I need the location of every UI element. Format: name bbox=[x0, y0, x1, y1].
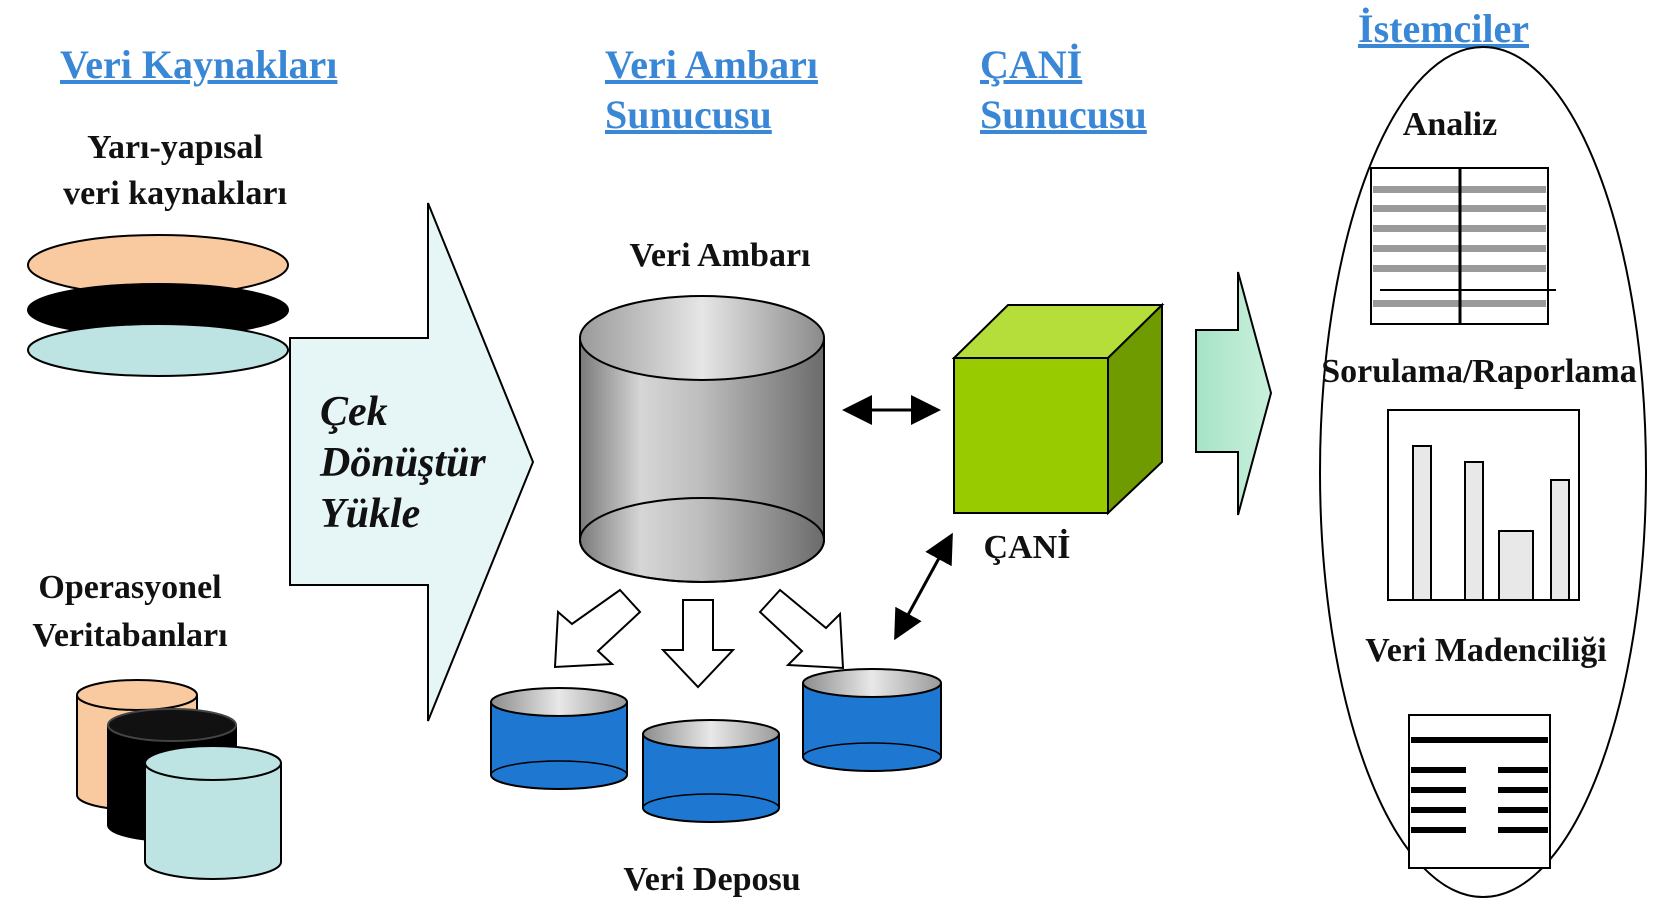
data-mart-right-icon bbox=[802, 668, 942, 772]
bar-chart-icon bbox=[1387, 409, 1580, 601]
etl-extract-label: Çek bbox=[320, 389, 388, 435]
operational-label-line1: Operasyonel bbox=[38, 569, 221, 606]
olap-label: ÇANİ bbox=[984, 528, 1071, 566]
warehouse-label: Veri Ambarı bbox=[629, 237, 810, 274]
data-mart-label: Veri Deposu bbox=[623, 861, 800, 898]
warehouse-to-mart-arrows-icon bbox=[553, 588, 845, 689]
clients-group-ellipse bbox=[1319, 46, 1647, 898]
data-mining-document-icon bbox=[1408, 714, 1551, 869]
semi-structured-label-line1: Yarı-yapısal bbox=[87, 129, 263, 166]
operational-databases-icon bbox=[76, 679, 282, 880]
etl-transform-label: Dönüştür bbox=[319, 440, 486, 486]
query-reporting-label: Sorulama/Raporlama bbox=[1321, 353, 1636, 390]
operational-label-line2: Veritabanları bbox=[32, 617, 227, 654]
data-warehouse-cylinder-icon bbox=[579, 295, 825, 583]
data-mart-left-icon bbox=[490, 687, 628, 790]
analysis-label: Analiz bbox=[1403, 106, 1497, 143]
mart-olap-bidirectional-arrow-icon bbox=[894, 532, 953, 641]
olap-to-clients-arrow-icon bbox=[1195, 271, 1273, 516]
olap-server-heading-line1: ÇANİ bbox=[980, 42, 1082, 87]
etl-arrow-icon bbox=[289, 202, 535, 722]
sources-heading: Veri Kaynakları bbox=[60, 42, 337, 87]
semi-structured-disks-icon bbox=[27, 234, 289, 377]
warehouse-server-heading-line2: Sunucusu bbox=[605, 92, 772, 137]
data-mart-middle-icon bbox=[642, 719, 780, 823]
analysis-table-icon bbox=[1370, 167, 1556, 325]
olap-cube-icon bbox=[951, 302, 1165, 516]
semi-structured-label-line2: veri kaynakları bbox=[63, 175, 287, 212]
warehouse-server-heading-line1: Veri Ambarı bbox=[605, 42, 818, 87]
olap-server-heading-line2: Sunucusu bbox=[980, 92, 1147, 137]
data-mining-label: Veri Madenciliği bbox=[1365, 632, 1606, 669]
clients-heading: İstemciler bbox=[1358, 6, 1529, 51]
etl-load-label: Yükle bbox=[320, 491, 420, 537]
